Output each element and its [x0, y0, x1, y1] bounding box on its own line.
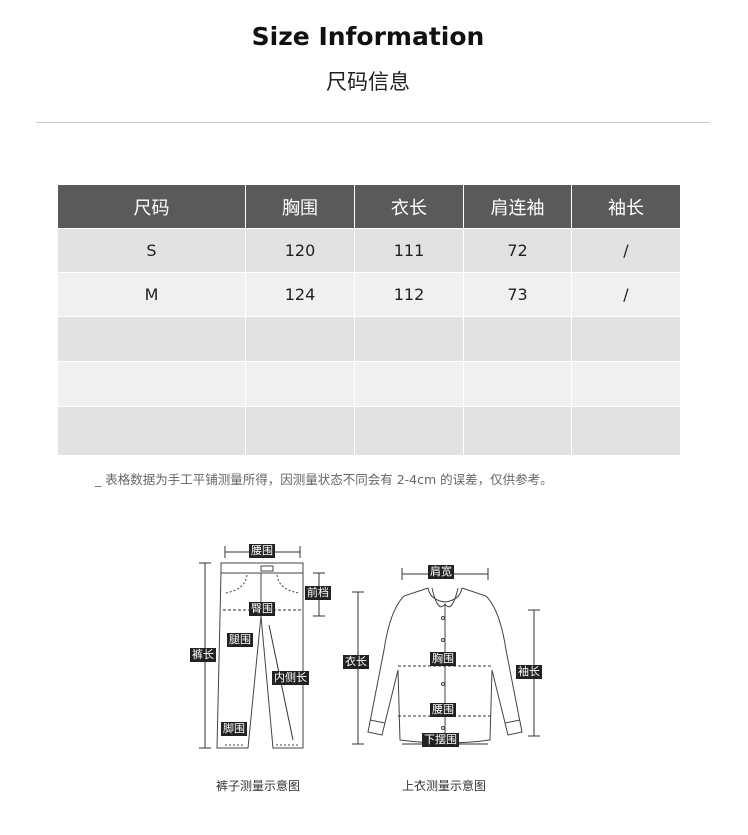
table-cell: 111: [354, 228, 464, 273]
column-header-size: 尺码: [57, 184, 246, 229]
table-cell: [57, 406, 246, 456]
measurement-note: _ 表格数据为手工平铺测量所得，因测量状态不同会有 2-4cm 的误差，仅供参考…: [95, 472, 553, 487]
top-label-hem: 下摆围: [422, 733, 459, 747]
column-header-chest: 胸围: [245, 184, 355, 229]
table-cell: 124: [245, 272, 355, 317]
table-cell: M: [57, 272, 246, 317]
table-row: [57, 406, 681, 456]
table-cell: [463, 316, 572, 362]
pants-label-waist: 腰围: [249, 544, 275, 558]
table-cell: [354, 361, 464, 407]
column-header-shoulder-sleeve: 肩连袖: [463, 184, 572, 229]
table-cell: [571, 316, 681, 362]
column-header-length: 衣长: [354, 184, 464, 229]
table-cell: [245, 316, 355, 362]
table-cell: S: [57, 228, 246, 273]
table-cell: 120: [245, 228, 355, 273]
pants-label-inseam: 内侧长: [272, 671, 309, 685]
page-subtitle: 尺码信息: [326, 70, 410, 94]
pants-diagram-caption: 裤子测量示意图: [216, 779, 301, 793]
top-diagram-caption: 上衣测量示意图: [402, 779, 487, 793]
table-cell: 73: [463, 272, 572, 317]
table-cell: [57, 316, 246, 362]
table-cell: [463, 406, 572, 456]
column-header-sleeve-length: 袖长: [571, 184, 681, 229]
table-cell: [354, 316, 464, 362]
table-cell: [245, 406, 355, 456]
table-cell: /: [571, 272, 681, 317]
size-table: 尺码 胸围 衣长 肩连袖 袖长 S 120 111 72 / M 124 112…: [57, 184, 681, 456]
pants-outline-illustration: [199, 546, 325, 749]
table-cell: [571, 406, 681, 456]
top-label-waist: 腰围: [430, 703, 456, 717]
table-cell: [57, 361, 246, 407]
pants-label-length: 裤长: [190, 648, 216, 662]
table-cell: /: [571, 228, 681, 273]
header-divider: [36, 122, 710, 123]
pants-label-thigh: 腿围: [227, 633, 253, 647]
table-cell: [354, 406, 464, 456]
table-row: M 124 112 73 /: [57, 272, 681, 317]
table-cell: [463, 361, 572, 407]
top-label-chest: 胸围: [430, 652, 456, 666]
table-row: [57, 361, 681, 407]
table-cell: 72: [463, 228, 572, 273]
table-row: S 120 111 72 /: [57, 228, 681, 273]
top-label-length: 衣长: [343, 655, 369, 669]
size-table-header-row: 尺码 胸围 衣长 肩连袖 袖长: [57, 184, 681, 229]
table-cell: [245, 361, 355, 407]
pants-diagram: 腰围 前档 臀围 腿围 裤长 内侧长 脚围 裤子测量示意图: [185, 530, 335, 800]
table-cell: [571, 361, 681, 407]
page-title: Size Information: [251, 22, 485, 51]
table-row: [57, 316, 681, 362]
top-label-sleeve: 袖长: [516, 665, 542, 679]
pants-label-rise: 前档: [305, 586, 331, 600]
pants-label-hem: 脚围: [221, 722, 247, 736]
table-cell: 112: [354, 272, 464, 317]
top-diagram: 肩宽 衣长 袖长 胸围 腰围 下摆围 上衣测量示意图: [340, 530, 550, 800]
pants-label-hip: 臀围: [249, 602, 275, 616]
top-label-shoulder: 肩宽: [428, 565, 454, 579]
